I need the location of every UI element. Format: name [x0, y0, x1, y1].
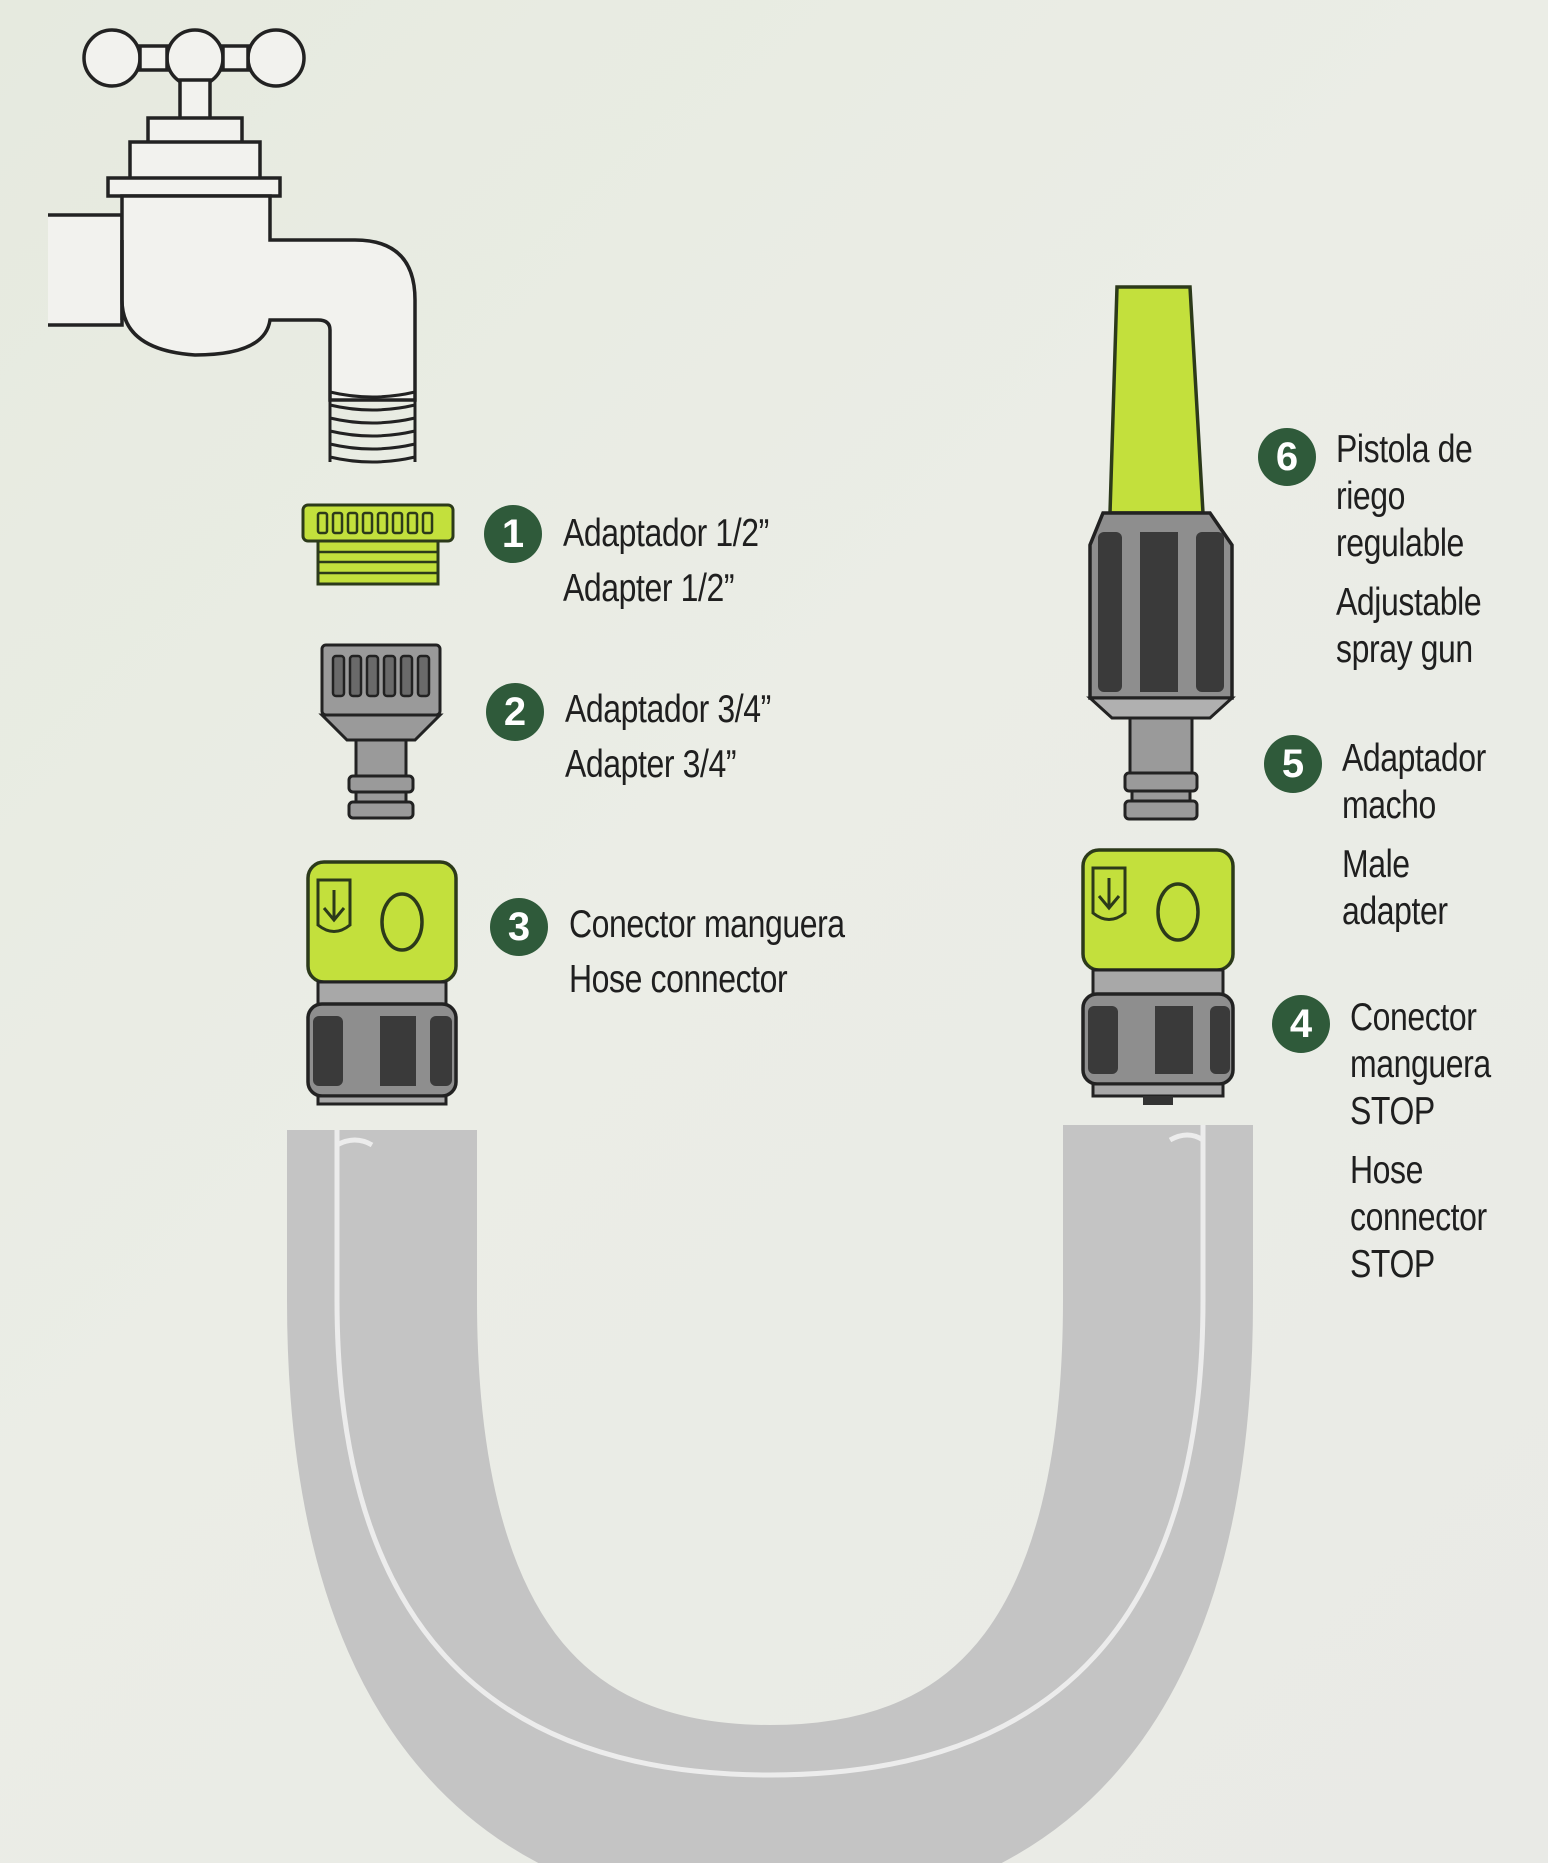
hose-connector-stop-illustration [1081, 848, 1235, 1105]
item-label: Conector manguera Hose connector [569, 901, 845, 1003]
label-english-line: adapter [1342, 890, 1448, 933]
label-english: Adapter 1/2” [563, 567, 735, 610]
label-spanish-line: Adaptador [1342, 737, 1486, 780]
label-english-line: spray gun [1336, 628, 1473, 671]
tap-illustration [48, 28, 417, 464]
item-number-badge: 5 [1264, 735, 1322, 793]
label-english-line: Hose [1350, 1149, 1424, 1192]
item-number-badge: 2 [486, 683, 544, 741]
item-number-badge: 6 [1258, 428, 1316, 486]
item-label: Adaptador 1/2” Adapter 1/2” [563, 510, 769, 612]
label-spanish-line: macho [1342, 784, 1436, 827]
label-english-line: connector [1350, 1196, 1487, 1239]
label-english-line: STOP [1350, 1243, 1435, 1286]
label-spanish-line: STOP [1350, 1090, 1435, 1133]
item-number-badge: 1 [484, 505, 542, 563]
label-english-line: Male [1342, 843, 1410, 886]
item-number-badge: 3 [490, 898, 548, 956]
adapter-three-quarter-illustration [318, 643, 444, 820]
item-number-badge: 4 [1272, 995, 1330, 1053]
label-spanish: Adaptador 1/2” [563, 512, 769, 555]
item-label: Pistola de riego regulable Adjustable sp… [1336, 426, 1482, 673]
item-label: Adaptador macho Male adapter [1342, 735, 1486, 935]
item-label: Conector manguera STOP Hose connector ST… [1350, 994, 1491, 1288]
label-english-line: Adjustable [1336, 581, 1482, 624]
label-english: Adapter 3/4” [565, 743, 737, 786]
label-spanish-line: Conector [1350, 996, 1477, 1039]
label-spanish: Conector manguera [569, 903, 845, 946]
spray-gun-illustration [1086, 285, 1236, 821]
label-spanish-line: Pistola de [1336, 428, 1473, 471]
label-english: Hose connector [569, 958, 788, 1001]
label-spanish-line: regulable [1336, 522, 1464, 565]
label-spanish-line: manguera [1350, 1043, 1491, 1086]
hose-connector-illustration [306, 860, 458, 1106]
label-spanish: Adaptador 3/4” [565, 688, 771, 731]
hose-illustration [287, 1125, 1253, 1863]
item-label: Adaptador 3/4” Adapter 3/4” [565, 686, 771, 788]
label-spanish-line: riego [1336, 475, 1406, 518]
adapter-half-inch-illustration [301, 503, 455, 586]
